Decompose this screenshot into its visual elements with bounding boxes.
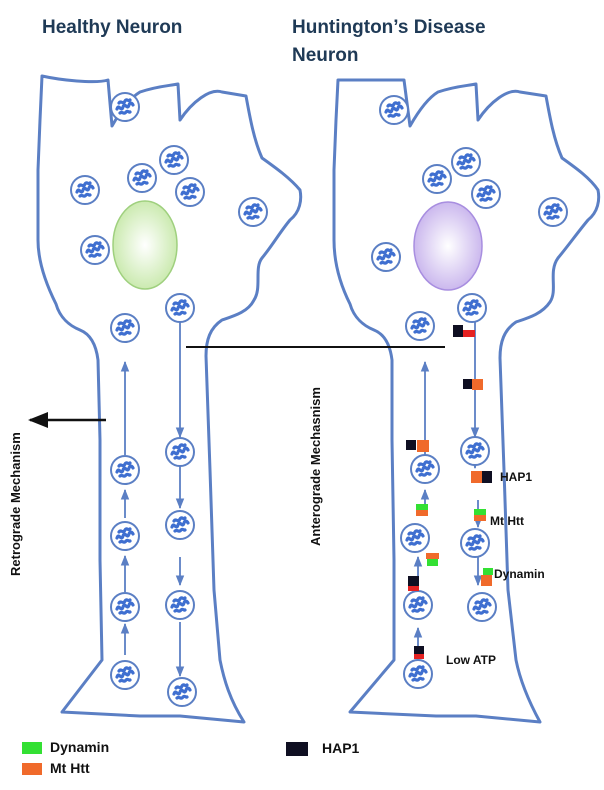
vesicle-icon xyxy=(110,313,140,343)
hap1-marker xyxy=(414,646,424,654)
mt-htt-marker xyxy=(474,515,486,521)
healthy-neuron-outline xyxy=(36,74,303,724)
red-marker xyxy=(414,654,424,659)
vesicle-icon xyxy=(175,177,205,207)
healthy-neuron-title: Healthy Neuron xyxy=(42,17,183,38)
hap1-annotation: HAP1 xyxy=(500,470,533,484)
legend-mt-htt-swatch xyxy=(22,763,42,775)
vesicle-icon xyxy=(403,590,433,620)
vesicle-icon xyxy=(165,293,195,323)
hap1-marker xyxy=(408,576,419,586)
mt-htt-marker xyxy=(426,553,439,559)
vesicle-icon xyxy=(127,163,157,193)
mt-htt-marker xyxy=(416,510,428,516)
vesicle-icon xyxy=(405,311,435,341)
legend-mt-htt-label: Mt Htt xyxy=(50,760,90,776)
vesicle-icon xyxy=(400,523,430,553)
hap1-marker xyxy=(453,325,463,337)
legend-hap1-swatch xyxy=(286,742,308,756)
vesicle-icon xyxy=(110,660,140,690)
vesicle-icon xyxy=(110,92,140,122)
dynamin-marker xyxy=(416,504,428,510)
vesicle-icon xyxy=(165,590,195,620)
vesicle-icon xyxy=(165,510,195,540)
vesicle-icon xyxy=(460,436,490,466)
vesicle-icon xyxy=(471,179,501,209)
mt-htt-marker xyxy=(417,440,429,452)
vesicle-icon xyxy=(165,437,195,467)
hap1-marker xyxy=(482,471,492,483)
vesicle-group xyxy=(70,92,568,707)
mt-htt-marker xyxy=(472,379,483,390)
hd-neuron-outline xyxy=(332,78,601,724)
healthy-transport-arrows xyxy=(120,322,185,678)
hd-neuron-title-line1: Huntington’s Disease xyxy=(292,17,486,38)
vesicle-icon xyxy=(460,528,490,558)
legend-dynamin-label: Dynamin xyxy=(50,739,110,755)
vesicle-icon xyxy=(457,293,487,323)
mt-htt-marker xyxy=(471,471,482,483)
legend-dynamin-swatch xyxy=(22,742,42,754)
vesicle-icon xyxy=(110,521,140,551)
vesicle-icon xyxy=(422,164,452,194)
vesicle-icon xyxy=(80,235,110,265)
vesicle-icon xyxy=(110,592,140,622)
vesicle-icon xyxy=(159,145,189,175)
vesicle-icon xyxy=(371,242,401,272)
vesicle-icon xyxy=(410,454,440,484)
dynamin-annotation: Dynamin xyxy=(494,567,545,581)
vesicle-icon xyxy=(467,592,497,622)
mt-htt-marker xyxy=(481,575,492,586)
red-marker xyxy=(408,586,419,591)
protein-marker-group xyxy=(406,325,493,659)
vesicle-icon xyxy=(403,659,433,689)
hap1-marker xyxy=(463,379,473,389)
dynamin-marker xyxy=(483,568,493,575)
red-marker xyxy=(463,330,475,337)
hd-neuron-title-line2: Neuron xyxy=(292,45,359,66)
vesicle-icon xyxy=(167,677,197,707)
dynamin-marker xyxy=(474,509,486,515)
anterograde-mechanism-label: Anterograde Mechasnism xyxy=(308,387,323,546)
vesicle-icon xyxy=(451,147,481,177)
hd-nucleus xyxy=(413,201,483,291)
vesicle-icon xyxy=(538,197,568,227)
vesicle-icon xyxy=(70,175,100,205)
hap1-marker xyxy=(406,440,416,450)
retrograde-mechanism-label: Retrograde Mechanism xyxy=(8,432,23,576)
vesicle-icon xyxy=(110,455,140,485)
dynamin-marker xyxy=(427,559,438,566)
mt-htt-annotation: Mt Htt xyxy=(490,514,524,528)
vesicle-icon xyxy=(379,95,409,125)
low-atp-annotation: Low ATP xyxy=(446,653,496,667)
vesicle-icon xyxy=(238,197,268,227)
healthy-nucleus xyxy=(112,200,178,290)
legend-hap1-label: HAP1 xyxy=(322,740,360,756)
